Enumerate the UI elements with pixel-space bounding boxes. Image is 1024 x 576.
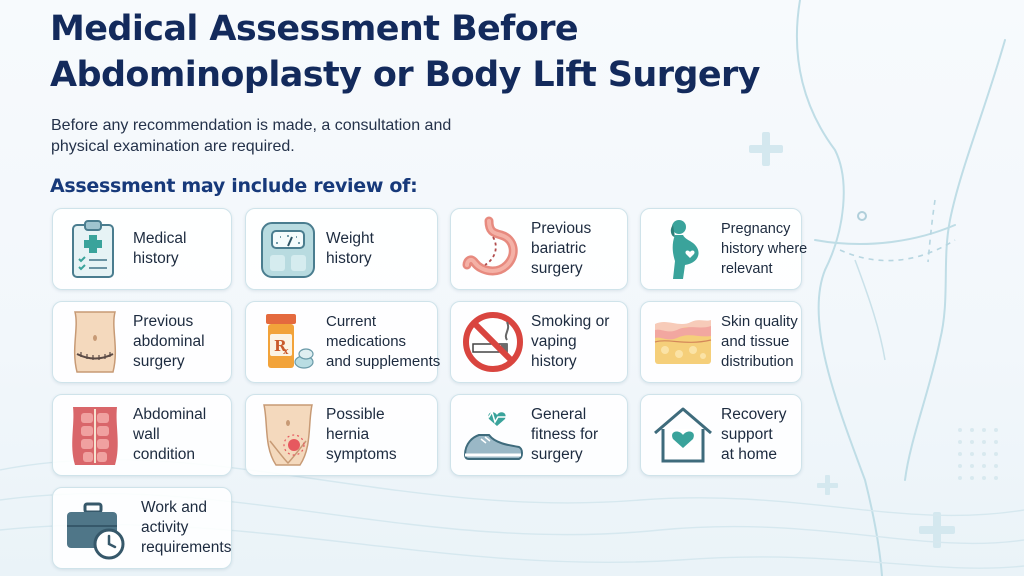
home-heart-icon bbox=[649, 401, 717, 469]
card-label: Work and activity requirements bbox=[141, 498, 232, 558]
assessment-card-recovery-support: Recovery support at home bbox=[640, 394, 802, 476]
assessment-card-hernia-symptoms: Possible hernia symptoms bbox=[245, 394, 438, 476]
navel-mark bbox=[857, 211, 867, 221]
card-label-line: and supplements bbox=[326, 353, 441, 370]
card-label: Abdominal wall condition bbox=[133, 405, 225, 465]
card-label: Possible hernia symptoms bbox=[326, 405, 431, 465]
assessment-card-smoking-history: Smoking or vaping history bbox=[450, 301, 628, 383]
card-label-line: Smoking or bbox=[531, 313, 610, 330]
title-line: Medical Assessment Before bbox=[50, 9, 579, 49]
assessment-card-abdominal-surgery: Previous abdominal surgery bbox=[52, 301, 232, 383]
assessment-card-pregnancy-history: Pregnancy history where relevant bbox=[640, 208, 808, 290]
card-label-line: Skin quality bbox=[721, 313, 798, 330]
card-label-line: abdominal bbox=[133, 333, 205, 350]
card-label-line: relevant bbox=[721, 261, 773, 277]
card-label: Medical history bbox=[133, 229, 225, 269]
body-silhouette-left bbox=[795, 0, 883, 576]
card-label-line: hernia bbox=[326, 426, 370, 443]
card-label-line: support bbox=[721, 426, 773, 443]
assessment-card-abdominal-wall: Abdominal wall condition bbox=[52, 394, 232, 476]
card-label-line: Abdominal bbox=[133, 406, 207, 423]
card-label-line: bariatric bbox=[531, 240, 587, 257]
card-label-line: history where bbox=[721, 241, 808, 257]
card-label-line: Recovery bbox=[721, 406, 787, 423]
abdomen-scar-icon bbox=[61, 308, 129, 376]
card-label-line: surgery bbox=[531, 260, 583, 277]
card-label-line: wall bbox=[133, 426, 160, 443]
pill-bottle-icon: R x bbox=[254, 308, 322, 376]
incision-line-2 bbox=[927, 199, 936, 263]
card-label-line: symptoms bbox=[326, 446, 397, 463]
card-label-line: Medical bbox=[133, 230, 187, 247]
card-label-line: Previous bbox=[531, 220, 592, 237]
card-label: Previous bariatric surgery bbox=[531, 219, 621, 279]
incision-line bbox=[839, 239, 956, 262]
card-label-line: General bbox=[531, 406, 587, 423]
card-label-line: distribution bbox=[721, 353, 794, 370]
waist-curve bbox=[814, 224, 956, 245]
card-label-line: at home bbox=[721, 446, 778, 463]
card-label-line: fitness for bbox=[531, 426, 599, 443]
assessment-card-work-activity: Work and activity requirements bbox=[52, 487, 232, 569]
sneaker-heart-icon bbox=[459, 401, 527, 469]
card-label-line: Pregnancy bbox=[721, 221, 791, 237]
card-label: Skin quality and tissue distribution bbox=[721, 312, 798, 372]
card-label-line: history bbox=[133, 250, 179, 267]
intro-text: Before any recommendation is made, a con… bbox=[51, 115, 491, 157]
pregnancy-icon bbox=[649, 215, 717, 283]
svg-text:R: R bbox=[274, 337, 287, 355]
plus-sign bbox=[762, 132, 770, 166]
assessment-card-medical-history: Medical history bbox=[52, 208, 232, 290]
assessment-card-skin-quality: Skin quality and tissue distribution bbox=[640, 301, 802, 383]
card-label-line: Weight bbox=[326, 230, 374, 247]
card-label: Smoking or vaping history bbox=[531, 312, 621, 372]
card-label: Weight history bbox=[326, 229, 431, 269]
card-label-line: and tissue bbox=[721, 333, 790, 350]
card-label-line: history bbox=[531, 353, 577, 370]
card-label-line: Current bbox=[326, 313, 377, 330]
intro-line: Before any recommendation is made, a con… bbox=[51, 117, 452, 134]
card-label-line: surgery bbox=[531, 446, 583, 463]
card-label: Current medications and supplements bbox=[326, 312, 441, 372]
card-label: Recovery support at home bbox=[721, 405, 795, 465]
card-label: Previous abdominal surgery bbox=[133, 312, 225, 372]
plus-sign bbox=[933, 512, 941, 548]
abdominal-muscles-icon bbox=[61, 401, 129, 469]
scale-icon bbox=[254, 215, 322, 283]
briefcase-clock-icon bbox=[61, 494, 129, 562]
card-label-line: condition bbox=[133, 446, 196, 463]
card-label-line: medications bbox=[326, 333, 407, 350]
card-label-line: Work and bbox=[141, 499, 208, 516]
title-line: Abdominoplasty or Body Lift Surgery bbox=[50, 55, 760, 95]
body-silhouette-right bbox=[904, 39, 1006, 481]
no-smoking-icon bbox=[459, 308, 527, 376]
card-label: Pregnancy history where relevant bbox=[721, 219, 808, 279]
clipboard-icon bbox=[61, 215, 129, 283]
assessment-card-general-fitness: General fitness for surgery bbox=[450, 394, 628, 476]
card-label-line: vaping bbox=[531, 333, 577, 350]
card-label-line: history bbox=[326, 250, 372, 267]
card-label-line: Possible bbox=[326, 406, 385, 423]
page-title: Medical Assessment Before Abdominoplasty… bbox=[50, 6, 760, 98]
card-label-line: activity bbox=[141, 519, 189, 536]
assessment-card-bariatric-surgery: Previous bariatric surgery bbox=[450, 208, 628, 290]
card-label: General fitness for surgery bbox=[531, 405, 621, 465]
assessment-card-medications: R x Current medications and supplements bbox=[245, 301, 441, 383]
card-label-line: surgery bbox=[133, 353, 185, 370]
skin-layers-icon bbox=[649, 308, 717, 376]
card-label-line: requirements bbox=[141, 539, 232, 556]
dot-grid bbox=[958, 428, 998, 480]
svg-text:x: x bbox=[283, 347, 289, 357]
assessment-card-weight-history: Weight history bbox=[245, 208, 438, 290]
intro-line: physical examination are required. bbox=[51, 138, 295, 155]
section-heading: Assessment may include review of: bbox=[50, 175, 418, 197]
hernia-icon bbox=[254, 401, 322, 469]
card-label-line: Previous bbox=[133, 313, 194, 330]
stomach-icon bbox=[459, 215, 527, 283]
